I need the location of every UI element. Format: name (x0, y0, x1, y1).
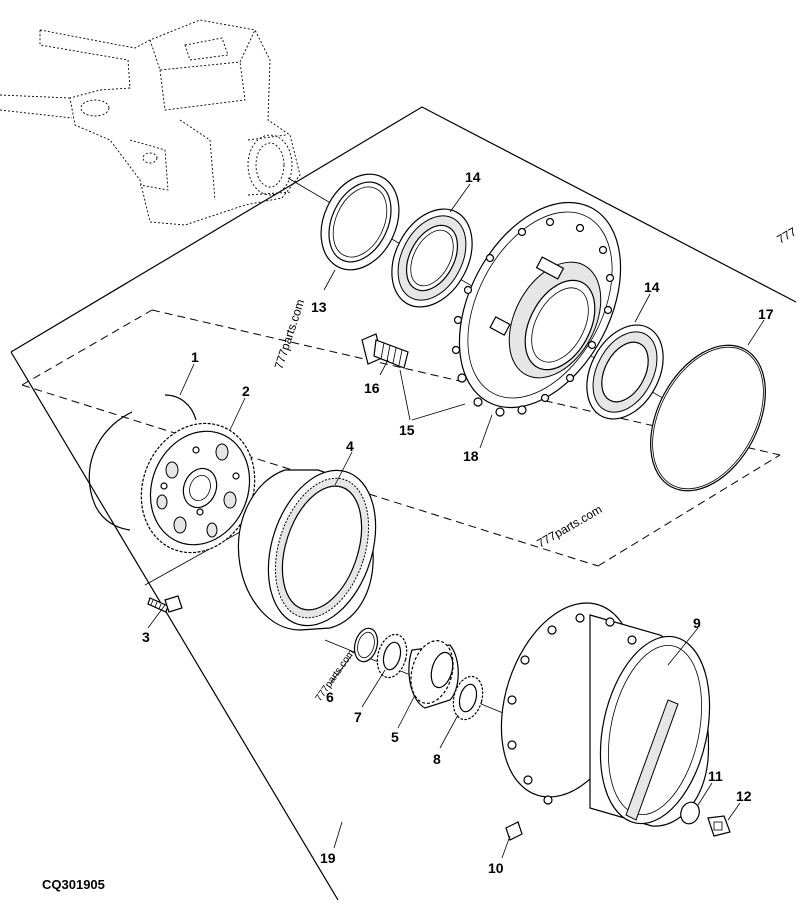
callout-17: 17 (758, 306, 774, 322)
callout-19: 19 (320, 850, 336, 866)
callout-3: 3 (142, 629, 150, 645)
callout-13: 13 (311, 299, 327, 315)
o-ring-11-drawing (680, 801, 700, 825)
callout-12: 12 (736, 788, 752, 804)
bearing-7-drawing (376, 633, 408, 679)
ring-gear-4-drawing (237, 469, 377, 631)
callout-11: 11 (708, 768, 723, 784)
callout-10: 10 (488, 860, 504, 876)
bearing-8-drawing (452, 675, 484, 721)
callout-labels: 1 2 3 4 5 6 7 8 9 10 11 12 13 14 14 15 1… (142, 169, 774, 876)
callout-8: 8 (433, 751, 441, 767)
assembly-frame-outline (10, 106, 797, 901)
bearing-14-upper-drawing (391, 208, 473, 308)
planet-carrier-2-drawing (140, 422, 256, 554)
callout-1: 1 (191, 349, 199, 365)
callout-2: 2 (242, 383, 250, 399)
planet-gear-5-drawing (408, 640, 459, 709)
callout-18: 18 (463, 448, 479, 464)
o-ring-17-drawing (650, 344, 766, 492)
watermark-vertical: 777parts.com (272, 297, 308, 370)
bearing-14-lower-drawing (586, 324, 664, 420)
seal-13-drawing (320, 173, 400, 271)
circlip-6-drawing (353, 627, 379, 663)
planetary-housing-9-drawing (500, 602, 711, 827)
watermark-edge: 777 (775, 224, 800, 246)
wheel-stud-16-drawing (361, 333, 409, 369)
callout-9: 9 (693, 615, 701, 631)
callout-15: 15 (399, 422, 415, 438)
drawing-code: CQ301905 (42, 877, 105, 892)
callout-14-lower: 14 (644, 279, 660, 295)
plug-12-drawing (707, 815, 731, 837)
watermark-lower: 777parts.com (313, 648, 357, 704)
callout-7: 7 (354, 709, 362, 725)
watermark-middle: 777parts.com (535, 502, 605, 550)
bolt-10-drawing (505, 821, 523, 841)
snap-ring-1-drawing (88, 394, 197, 531)
callout-5: 5 (391, 729, 399, 745)
callout-leader-lines (147, 183, 765, 859)
wheel-hub-18-drawing (451, 201, 622, 417)
callout-16: 16 (364, 380, 380, 396)
callout-6: 6 (326, 689, 334, 705)
callout-14-upper: 14 (465, 169, 481, 185)
steering-knuckle-drawing (0, 19, 301, 226)
callout-4: 4 (346, 438, 354, 454)
bolt-3-drawing (147, 595, 183, 613)
